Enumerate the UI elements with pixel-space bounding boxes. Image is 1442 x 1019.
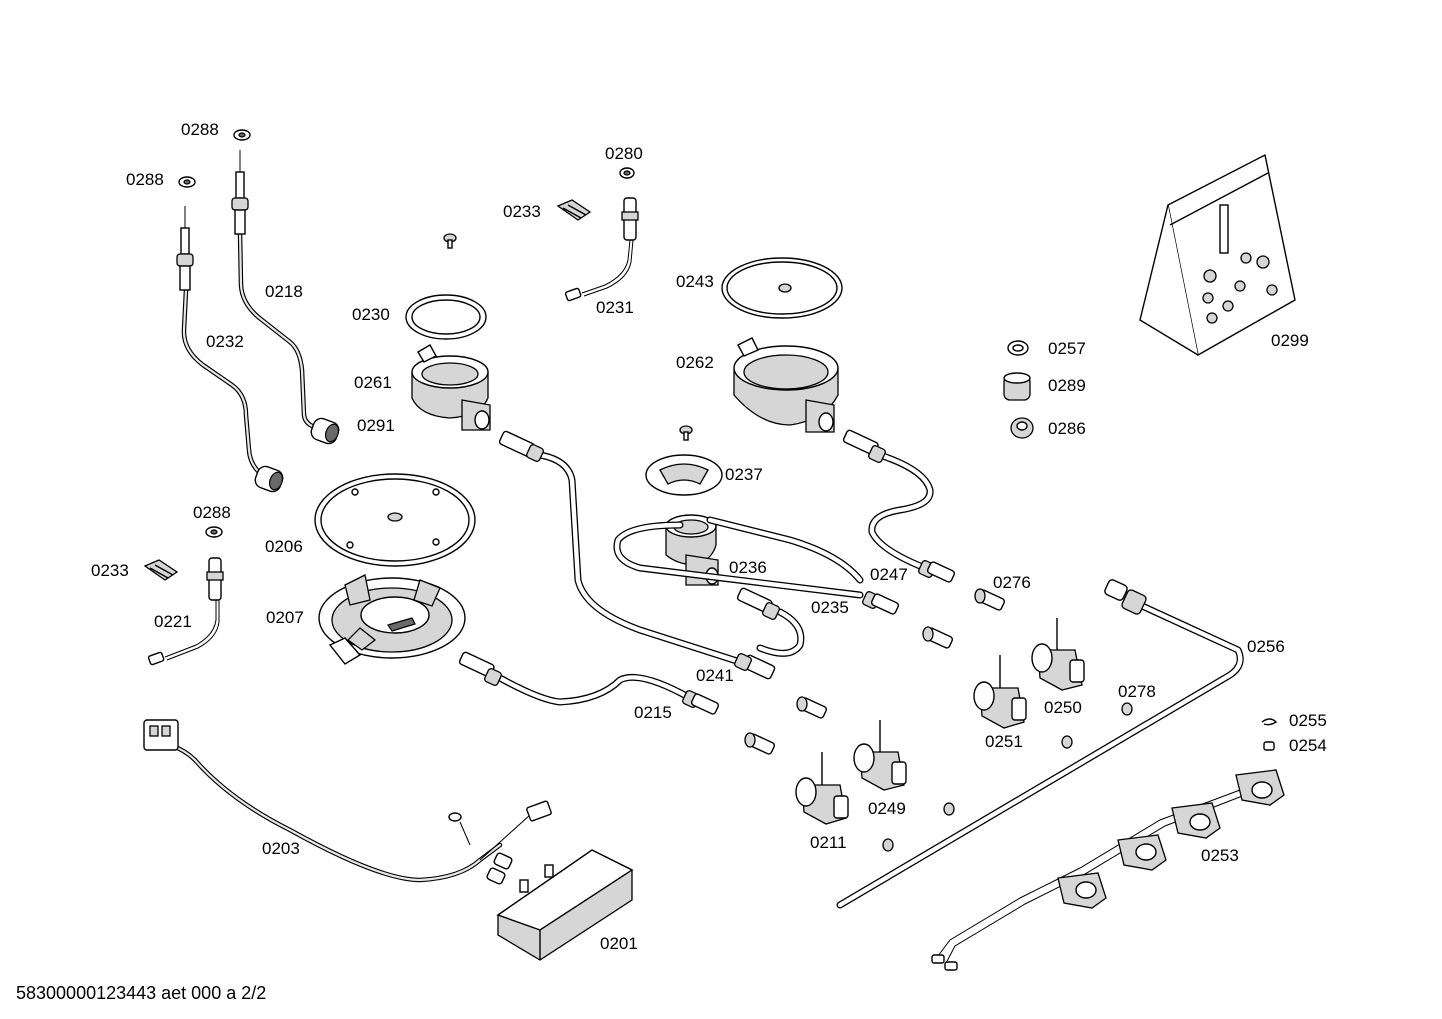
clip-0233-a (556, 199, 592, 221)
ignition-electrode-0221 (147, 557, 224, 666)
label-0278: 0278 (1118, 682, 1156, 701)
label-0203: 0203 (262, 839, 300, 858)
document-footer-id: 58300000123443 aet 000 a 2/2 (16, 983, 267, 1003)
label-0251: 0251 (985, 732, 1023, 751)
label-0250: 0250 (1044, 698, 1082, 717)
gas-pipe-0241 (498, 430, 776, 680)
manifold-0256 (836, 579, 1244, 909)
label-0218: 0218 (265, 282, 303, 301)
nut-0278-a (1121, 702, 1133, 716)
igniter-switches-0253 (931, 769, 1285, 971)
label-0247: 0247 (870, 565, 908, 584)
nozzle-0215-b (744, 732, 776, 755)
nozzle-0276-a (974, 588, 1006, 611)
label-0243: 0243 (676, 272, 714, 291)
label-0255: 0255 (1289, 711, 1327, 730)
spring-0254 (1263, 741, 1275, 751)
clip-0233-b (143, 559, 179, 581)
gas-valve-0249 (853, 720, 907, 791)
ring-0230 (405, 294, 487, 340)
label-0291: 0291 (357, 416, 395, 435)
washer-0257 (1007, 340, 1029, 356)
label-0299: 0299 (1271, 331, 1309, 350)
label-0232: 0232 (206, 332, 244, 351)
label-0206: 0206 (265, 537, 303, 556)
label-0237: 0237 (725, 465, 763, 484)
nozzle-0215-a (796, 696, 828, 719)
ignition-electrode-0231 (564, 197, 639, 302)
gas-valve-0250 (1031, 618, 1085, 691)
gas-valve-0251 (973, 655, 1027, 729)
ring-0206 (314, 473, 476, 567)
label-0288-a: 0288 (181, 120, 219, 139)
screw-0237 (679, 425, 693, 441)
gas-pipe-0215 (458, 651, 720, 715)
burner-cup-0262 (733, 337, 839, 433)
fitting-0289 (1003, 372, 1031, 401)
label-0201: 0201 (600, 934, 638, 953)
nut-0278-d (882, 838, 894, 852)
label-0241: 0241 (696, 666, 734, 685)
gas-pipe-0235 (613, 516, 900, 615)
ignition-module-0201 (496, 849, 634, 961)
label-0256: 0256 (1247, 637, 1285, 656)
gas-pipe-0247 (842, 429, 956, 583)
label-0276: 0276 (993, 573, 1031, 592)
nut-0286 (1010, 417, 1034, 439)
label-0235: 0235 (811, 598, 849, 617)
label-0289: 0289 (1048, 376, 1086, 395)
ring-0237 (645, 454, 723, 496)
nozzle-0276-b (922, 626, 954, 649)
label-0211: 0211 (810, 833, 847, 852)
label-0288-b: 0288 (126, 170, 164, 189)
gas-valve-0211 (795, 752, 849, 825)
label-0221: 0221 (154, 612, 192, 631)
label-0215: 0215 (634, 703, 672, 722)
label-0254: 0254 (1289, 736, 1327, 755)
ring-0243 (721, 257, 843, 319)
thermocouple-0232 (176, 206, 284, 493)
label-0280: 0280 (605, 144, 643, 163)
screw-0261-top (443, 233, 457, 249)
label-0261: 0261 (354, 373, 392, 392)
label-0253: 0253 (1201, 846, 1239, 865)
label-0231: 0231 (596, 298, 634, 317)
nut-0278-b (1061, 735, 1073, 749)
clip-0255 (1261, 718, 1278, 726)
burner-cup-0236 (665, 514, 719, 586)
label-0249: 0249 (868, 799, 906, 818)
label-0236: 0236 (729, 558, 767, 577)
wiring-harness-0203 (143, 719, 552, 885)
burner-cup-0261 (411, 344, 491, 431)
label-0230: 0230 (352, 305, 390, 324)
label-0233-b: 0233 (91, 561, 129, 580)
thermocouple-0218 (231, 150, 340, 445)
label-0288-c: 0288 (193, 503, 231, 522)
label-0286: 0286 (1048, 419, 1086, 438)
burner-base-0207 (318, 574, 466, 665)
label-0262: 0262 (676, 353, 714, 372)
parts-bag-0299 (1139, 153, 1296, 357)
label-0207: 0207 (266, 608, 304, 627)
nut-0278-c (943, 802, 955, 816)
label-0233-a: 0233 (503, 202, 541, 221)
label-0257: 0257 (1048, 339, 1086, 358)
gas-pipe-0236-feed (736, 587, 805, 657)
